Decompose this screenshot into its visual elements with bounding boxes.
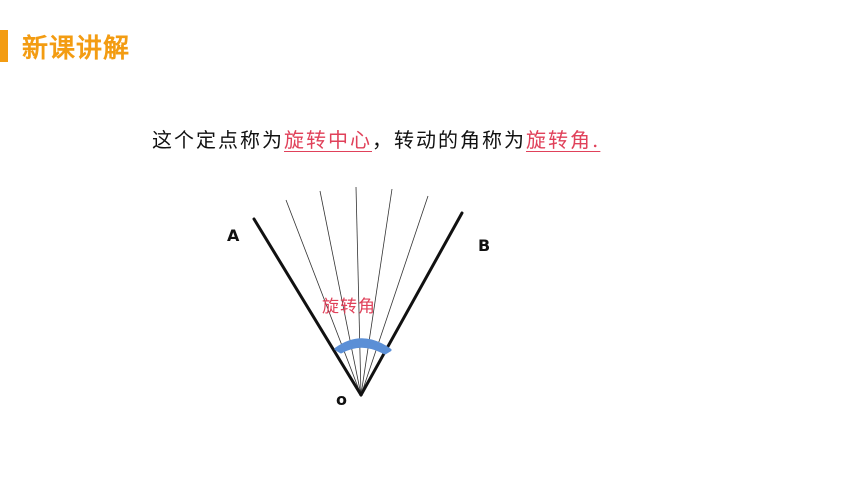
label-b: B bbox=[478, 236, 490, 255]
definition-sentence: 这个定点称为旋转中心，转动的角称为旋转角. bbox=[152, 124, 600, 153]
term-rotation-angle: 旋转角 bbox=[526, 128, 592, 152]
ray-3 bbox=[355, 186, 362, 396]
angle-arc bbox=[334, 338, 392, 355]
sentence-end: . bbox=[592, 128, 601, 152]
section-title: 新课讲解 bbox=[22, 34, 131, 64]
label-o: o bbox=[336, 390, 347, 409]
header-accent-bar bbox=[0, 30, 8, 62]
ray-oa bbox=[252, 217, 363, 397]
sentence-part-2: ，转动的角称为 bbox=[372, 128, 526, 152]
label-a: A bbox=[227, 226, 240, 245]
ray-4 bbox=[360, 188, 393, 396]
ray-ob bbox=[359, 211, 464, 397]
ray-2 bbox=[319, 190, 362, 396]
sentence-part-1: 这个定点称为 bbox=[152, 128, 284, 152]
term-rotation-center: 旋转中心 bbox=[284, 128, 372, 152]
ray-1 bbox=[285, 199, 362, 396]
ray-5 bbox=[360, 195, 429, 396]
angle-label: 旋转角 bbox=[322, 297, 376, 317]
